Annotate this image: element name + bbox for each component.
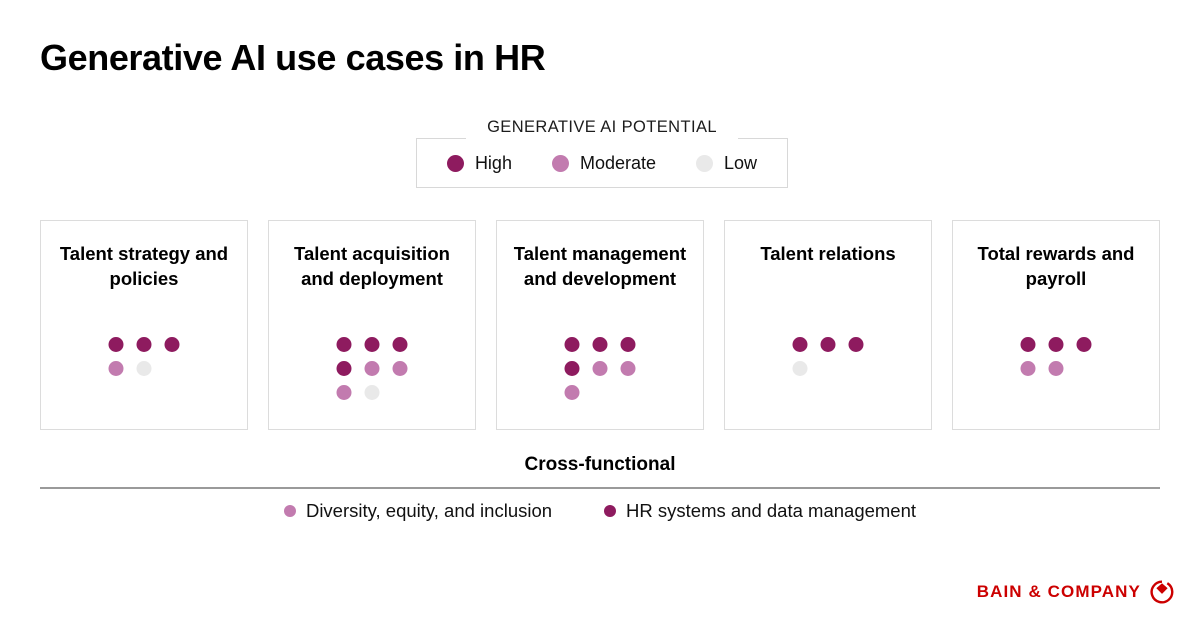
use-case-dot-high-icon [336,337,352,352]
brand-logo: BAIN & COMPANY [977,580,1174,604]
legend-dot-low-icon [696,154,714,172]
legend-items: High Moderate Low [416,138,788,188]
use-case-dot-high-icon [392,337,408,352]
use-case-dot-low-icon [792,361,808,376]
use-case-dot-row [108,337,180,352]
cross-functional-divider [40,487,1160,489]
use-case-dot-high-icon [164,337,180,352]
category-card-title: Talent management and development [513,243,687,290]
use-case-dot-row [564,361,636,376]
cross-functional-dot-high-icon [604,505,617,517]
cross-functional-item-hr-systems: HR systems and data management [604,500,916,522]
use-case-dot-high-icon [564,337,580,352]
use-case-dot-high-icon [364,337,380,352]
legend-dot-high-icon [446,154,464,172]
use-case-dot-high-icon [108,337,124,352]
use-case-dot-moderate-icon [364,361,380,376]
use-case-dot-row [792,361,864,376]
legend-item-low: Low [696,153,757,174]
use-case-dot-row [336,385,408,400]
use-case-dot-high-icon [136,337,152,352]
cross-functional-title: Cross-functional [524,454,676,475]
use-case-dot-high-icon [592,337,608,352]
use-case-dot-low-icon [136,361,152,376]
legend-item-moderate: Moderate [551,152,657,174]
use-case-dot-grid [336,337,408,400]
legend-dot-moderate-icon [551,154,569,172]
use-case-dot-row [792,337,864,352]
cross-functional-items: Diversity, equity, and inclusion HR syst… [0,500,1200,522]
legend-label-high: High [474,152,512,173]
category-card-title: Talent strategy and policies [59,243,229,290]
use-case-dot-high-icon [820,337,836,352]
category-card-title: Total rewards and payroll [977,243,1135,290]
use-case-dot-grid [108,337,180,376]
use-case-dot-high-icon [848,337,864,352]
use-case-dot-moderate-icon [592,361,608,376]
use-case-dot-row [336,337,408,352]
category-card[interactable]: Talent acquisition and deployment [268,220,476,430]
legend-item-high: High [446,152,512,174]
legend-title: GENERATIVE AI POTENTIAL [416,118,788,137]
use-case-dot-high-icon [336,361,352,376]
use-case-dot-row [564,385,636,400]
use-case-dot-high-icon [792,337,808,352]
page-title: Generative AI use cases in HR [40,37,546,78]
use-case-dot-moderate-icon [336,385,352,400]
use-case-dot-grid [1020,337,1092,376]
category-card-title: Talent relations [760,243,896,264]
use-case-dot-moderate-icon [1020,361,1036,376]
cross-functional-label-hr-systems: HR systems and data management [626,500,917,521]
category-card[interactable]: Talent relations [724,220,932,430]
use-case-dot-grid [564,337,636,400]
use-case-dot-high-icon [1048,337,1064,352]
use-case-dot-moderate-icon [620,361,636,376]
use-case-dot-high-icon [1076,337,1092,352]
cross-functional-label-dei: Diversity, equity, and inclusion [305,500,553,521]
category-card[interactable]: Talent strategy and policies [40,220,248,430]
cross-functional-item-dei: Diversity, equity, and inclusion [283,500,553,522]
cross-functional-dot-moderate-icon [283,505,296,517]
legend-label-moderate: Moderate [579,152,657,173]
use-case-dot-row [1020,361,1092,376]
use-case-dot-high-icon [564,361,580,376]
category-card[interactable]: Talent management and development [496,220,704,430]
brand-name: BAIN & COMPANY [976,582,1141,601]
bain-circle-mark-icon [1150,580,1174,604]
category-card[interactable]: Total rewards and payroll [952,220,1160,430]
use-case-dot-row [1020,337,1092,352]
use-case-dot-row [336,361,408,376]
category-card-row: Talent strategy and policies Talent acqui… [40,220,1160,430]
legend-label-low: Low [724,152,758,173]
use-case-dot-moderate-icon [564,385,580,400]
use-case-dot-grid [792,337,864,376]
category-card-title: Talent acquisition and deployment [294,243,450,290]
use-case-dot-row [108,361,180,376]
use-case-dot-moderate-icon [392,361,408,376]
use-case-dot-high-icon [1020,337,1036,352]
use-case-dot-high-icon [620,337,636,352]
use-case-dot-row [564,337,636,352]
use-case-dot-moderate-icon [1048,361,1064,376]
use-case-dot-low-icon [364,385,380,400]
use-case-dot-moderate-icon [108,361,124,376]
